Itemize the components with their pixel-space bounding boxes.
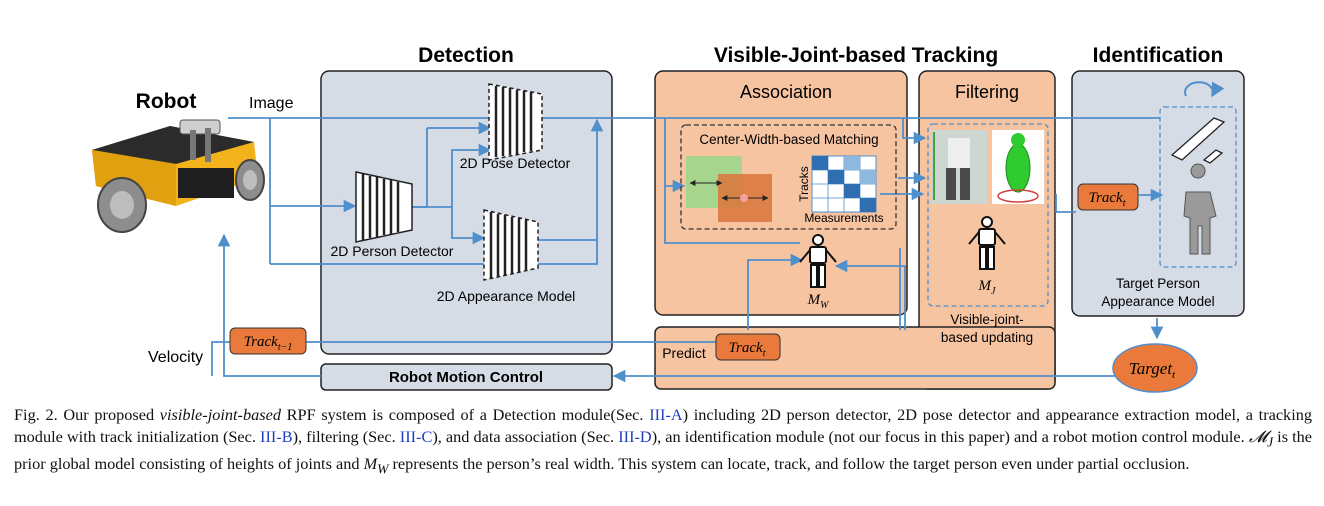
section-ref-link[interactable]: III-A bbox=[649, 405, 683, 424]
caption-math-mj: 𝓜J bbox=[1248, 427, 1274, 450]
pose-detector-label: 2D Pose Detector bbox=[460, 155, 571, 171]
filtering-title: Filtering bbox=[955, 82, 1019, 102]
caption-math-mw: MW bbox=[363, 454, 389, 477]
cycle-arrow-icon bbox=[1184, 81, 1225, 98]
visible-joint-label-2: based updating bbox=[941, 330, 1033, 345]
visible-joint-label-1: Visible-joint- bbox=[950, 312, 1023, 327]
identification-title: Identification bbox=[1093, 44, 1224, 67]
caption-text: ) including 2D person detector, 2D pose … bbox=[14, 405, 1313, 446]
filtering-dashed-box bbox=[927, 123, 1049, 307]
mw-label: MW bbox=[807, 292, 831, 311]
matching-label: Center-Width-based Matching bbox=[699, 132, 878, 147]
caption-lead: Fig. 2. Our proposed bbox=[14, 405, 160, 424]
measurements-label: Measurements bbox=[804, 211, 883, 225]
motion-control-label: Robot Motion Control bbox=[389, 369, 543, 386]
target-appearance-label-1: Target Person bbox=[1116, 276, 1200, 291]
motion-control-box bbox=[320, 363, 613, 391]
network-trapezoid-icon bbox=[488, 83, 543, 161]
association-title: Association bbox=[740, 82, 832, 102]
caption-text: ), an identification module (not our foc… bbox=[651, 427, 1249, 446]
svg-text:Trackt: Trackt bbox=[729, 340, 766, 359]
person-photo bbox=[932, 130, 987, 204]
detection-title: Detection bbox=[418, 44, 514, 67]
matching-box bbox=[680, 124, 897, 230]
section-ref-link[interactable]: III-C bbox=[399, 427, 433, 446]
section-ref-link[interactable]: III-D bbox=[618, 427, 652, 446]
skeleton-3d-render bbox=[992, 130, 1044, 204]
target-appearance-label-2: Appearance Model bbox=[1101, 294, 1214, 309]
appearance-model-label: 2D Appearance Model bbox=[437, 288, 576, 304]
pipeline-diagram: Detection Visible-Joint-based Tracking I… bbox=[92, 44, 1245, 393]
person-silhouette-icon bbox=[1183, 163, 1217, 255]
mj-label: MJ bbox=[978, 278, 997, 297]
predict-label: Predict bbox=[662, 345, 706, 361]
caption-text: ), filtering (Sec. bbox=[292, 427, 400, 446]
feature-bars-icon bbox=[1170, 117, 1226, 164]
figure-caption: Fig. 2. Our proposed visible-joint-based… bbox=[14, 404, 1312, 481]
svg-text:Trackt: Trackt bbox=[1089, 190, 1126, 209]
network-trapezoid-icon bbox=[355, 171, 413, 243]
velocity-label: Velocity bbox=[148, 349, 203, 366]
tracking-title: Visible-Joint-based Tracking bbox=[714, 44, 998, 67]
target-tag: Targett bbox=[1112, 343, 1198, 393]
robot-title: Robot bbox=[136, 90, 197, 113]
skeleton-icon bbox=[799, 234, 837, 288]
svg-text:Targett: Targett bbox=[1129, 359, 1176, 381]
section-ref-link[interactable]: III-B bbox=[260, 427, 293, 446]
robot-image bbox=[92, 119, 265, 233]
association-module bbox=[654, 70, 908, 316]
caption-text: RPF system is composed of a Detection mo… bbox=[280, 405, 650, 424]
caption-italic: visible-joint-based bbox=[159, 405, 281, 424]
person-detector-label: 2D Person Detector bbox=[331, 243, 454, 259]
matching-matrix-icon bbox=[811, 155, 877, 213]
svg-text:Trackt−1: Trackt−1 bbox=[244, 334, 293, 353]
image-label: Image bbox=[249, 95, 294, 112]
track-t-predict-tag: Trackt bbox=[715, 333, 781, 361]
track-t-minus-1-tag: Trackt−1 bbox=[229, 327, 307, 355]
connectors bbox=[211, 117, 1164, 383]
caption-text: is the prior global model consisting of … bbox=[14, 427, 1313, 474]
center-point bbox=[740, 194, 748, 202]
identification-dashed-box bbox=[1159, 106, 1237, 268]
network-trapezoid-icon bbox=[483, 209, 539, 281]
caption-text: represents the person’s real width. This… bbox=[388, 454, 1190, 474]
track-t-ident-tag: Trackt bbox=[1077, 183, 1139, 211]
tracks-label: Tracks bbox=[797, 166, 811, 202]
caption-text: ), and data association (Sec. bbox=[432, 427, 619, 446]
skeleton-icon bbox=[968, 216, 1006, 270]
